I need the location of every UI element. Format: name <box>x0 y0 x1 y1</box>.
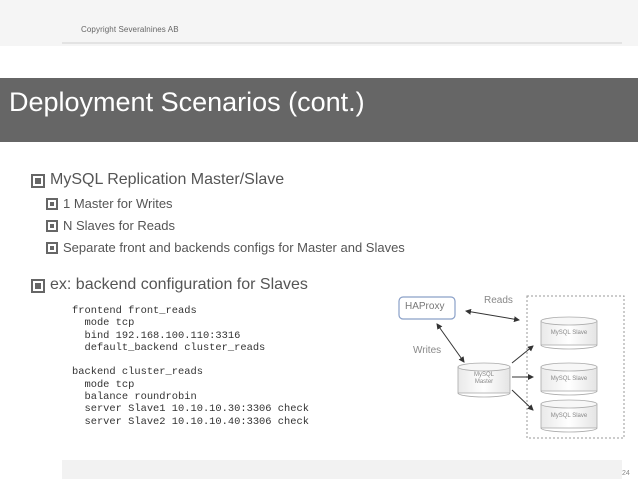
code-line: bind 192.168.100.110:3316 <box>72 329 241 342</box>
writes-label: Writes <box>413 345 442 356</box>
footer-band <box>62 460 622 479</box>
reads-arrow <box>465 308 520 323</box>
replication-arrow-3 <box>511 389 534 411</box>
code-block: frontend front_reads mode tcp bind 192.1… <box>72 305 309 428</box>
bullet-square-icon <box>46 220 58 232</box>
bullet-square-icon <box>46 242 58 254</box>
bullet-backend-example: ex: backend configuration for Slaves <box>50 276 308 293</box>
bullet-square-icon <box>46 198 58 210</box>
code-line: backend cluster_reads <box>72 366 203 379</box>
haproxy-label: HAProxy <box>405 301 445 312</box>
page-number: 24 <box>622 470 630 477</box>
code-line: mode tcp <box>72 378 135 391</box>
code-line: server Slave2 10.10.10.40:3306 check <box>72 415 309 428</box>
code-line: frontend front_reads <box>72 305 197 317</box>
slave-label-3: MySQL Slave <box>550 413 588 419</box>
master-label-line2: Master <box>474 379 494 385</box>
code-line: mode tcp <box>72 317 135 330</box>
slide-title: Deployment Scenarios (cont.) <box>9 87 365 117</box>
master-label-line1: MySQL <box>473 372 494 378</box>
slave-label-2: MySQL Slave <box>550 376 588 382</box>
writes-arrow <box>436 323 465 363</box>
header-band <box>0 0 638 46</box>
copyright-text: Copyright Severalnines AB <box>81 25 179 34</box>
code-line: server Slave1 10.10.10.30:3306 check <box>72 403 309 416</box>
code-line: default_backend cluster_reads <box>72 341 266 354</box>
slave-label-1: MySQL Slave <box>550 330 588 336</box>
bullet-slaves-reads: N Slaves for Reads <box>63 218 175 233</box>
bullet-separate-configs: Separate front and backends configs for … <box>63 240 405 255</box>
reads-label: Reads <box>484 295 513 306</box>
bullet-square-icon <box>31 174 45 188</box>
replication-arrow-1 <box>511 345 534 364</box>
title-bar <box>0 78 638 142</box>
bullet-mysql-replication: MySQL Replication Master/Slave <box>50 171 285 188</box>
bullet-square-icon <box>31 279 45 293</box>
header-rule <box>62 42 622 44</box>
code-line <box>72 354 309 366</box>
code-line: balance roundrobin <box>72 391 197 404</box>
bullet-master-writes: 1 Master for Writes <box>63 196 173 211</box>
